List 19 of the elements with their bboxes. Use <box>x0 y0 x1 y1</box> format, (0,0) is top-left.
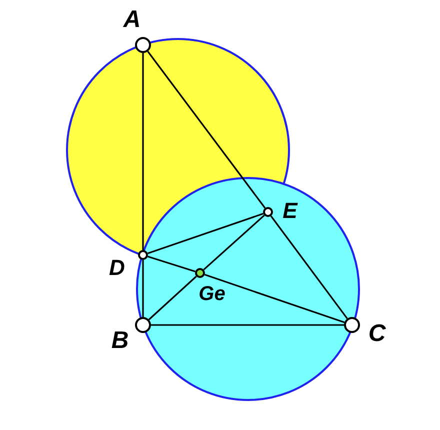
line-segment <box>203 214 265 270</box>
point-label: C <box>368 322 386 346</box>
point-marker <box>135 317 151 333</box>
line-segment <box>142 53 144 250</box>
line-segment <box>142 260 144 317</box>
line-segment <box>204 274 345 324</box>
line-segment <box>148 256 196 272</box>
point-label: D <box>109 257 125 279</box>
point-label: E <box>282 200 298 222</box>
line-segment <box>147 50 266 208</box>
line-segment <box>148 276 197 320</box>
line-segment <box>151 324 344 326</box>
line-segment <box>147 212 264 254</box>
line-segment <box>270 216 348 320</box>
point-label: B <box>111 329 129 353</box>
point-marker <box>344 317 360 333</box>
point-label: Ge <box>198 284 226 304</box>
point-label: A <box>123 8 141 32</box>
point-marker <box>135 37 151 53</box>
